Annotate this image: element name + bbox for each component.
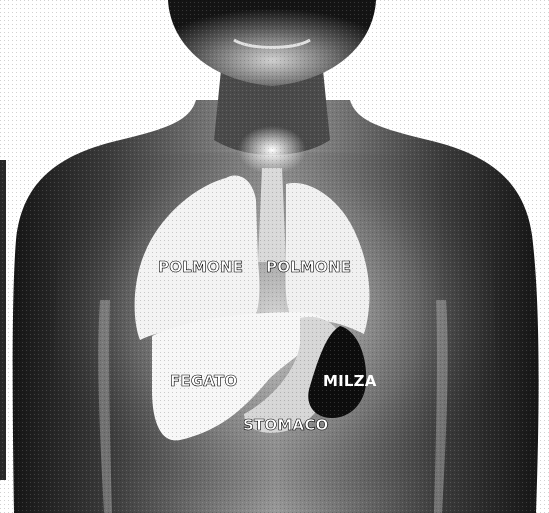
lung-left-label: POLMONE <box>158 258 243 276</box>
liver-label: FEGATO <box>170 372 237 390</box>
lung-right-label: POLMONE <box>266 258 351 276</box>
spleen-label: MILZA <box>323 372 377 390</box>
stomach-label: STOMACO <box>243 416 328 434</box>
